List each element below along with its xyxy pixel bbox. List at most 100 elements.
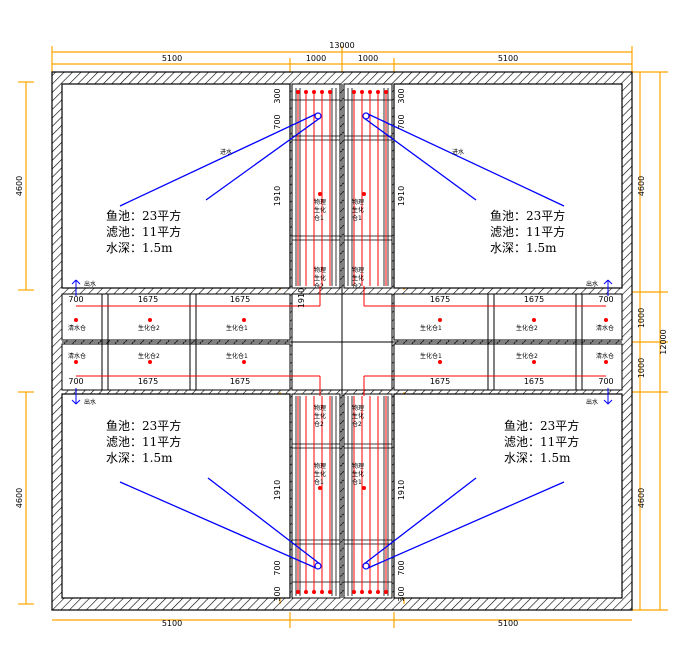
pond-fish-area: 鱼池：23平方 [106, 208, 181, 223]
bio1-tr: 生化仓1 [420, 324, 442, 332]
dim-pond-width-tl: 5100 [162, 54, 182, 63]
dim-cell-700-bl: 700 [68, 377, 83, 386]
dim-300-tr: 300 [397, 88, 406, 103]
outlet-label-tl: 出水 [84, 280, 96, 288]
phys-tl-1: 物理 [314, 198, 326, 206]
dim-cell-1675-bl1: 1675 [138, 377, 158, 386]
pond-filter-area: 滤池：11平方 [504, 434, 579, 449]
pond-fish-area: 鱼池：23平方 [490, 208, 565, 223]
pond-info-tr: 鱼池：23平方 滤池：11平方 水深：1.5m [490, 208, 565, 255]
phys-br2-2: 生化 [352, 470, 364, 478]
phys-cl-2: 生化 [314, 274, 326, 282]
bio2-tl: 生化仓2 [138, 324, 160, 332]
dim-pond-height-bl: 4600 [15, 488, 24, 508]
pond-water-depth: 水深：1.5m [106, 451, 173, 465]
bio1-tl: 生化仓1 [226, 324, 248, 332]
dimension-labels: 13000 5100 1000 1000 5100 5100 5100 4600… [15, 41, 668, 628]
dim-cell-1675-br2: 1675 [524, 377, 544, 386]
phys-tr-1: 物理 [352, 198, 364, 206]
pond-fish-area: 鱼池：23平方 [504, 418, 579, 433]
dim-700-bl: 700 [273, 560, 282, 575]
pond-top-left [61, 83, 291, 289]
dim-row-bottom: 1000 [637, 358, 646, 378]
phys-bl-3: 仓2 [314, 420, 324, 428]
dim-700-br: 700 [397, 560, 406, 575]
phys-tl-2: 生化 [314, 206, 326, 214]
clear-tank-br: 清水仓 [596, 352, 614, 360]
outlet-label-br: 出水 [586, 398, 598, 406]
dim-cell-1675-bl2: 1675 [230, 377, 250, 386]
phys-cl-3: 仓2 [314, 282, 324, 290]
pond-info-bl: 鱼池：23平方 滤池：11平方 水深：1.5m [106, 418, 181, 465]
blue-inlet-nozzles [314, 112, 370, 570]
dim-cell-700-br: 700 [598, 377, 613, 386]
pond-water-depth: 水深：1.5m [490, 241, 557, 255]
clear-tank-tl: 清水仓 [68, 324, 86, 332]
pond-top-right [393, 83, 623, 289]
phys-br-1: 物理 [352, 404, 364, 412]
phys-bl-2: 生化 [314, 412, 326, 420]
bio2-br: 生化仓2 [516, 352, 538, 360]
pond-info-tl: 鱼池：23平方 滤池：11平方 水深：1.5m [106, 208, 181, 255]
red-air-stones [74, 90, 608, 594]
bio1-bl: 生化仓1 [226, 352, 248, 360]
dim-cell-1675-tl2: 1675 [230, 295, 250, 304]
pond-bottom-right [393, 393, 623, 599]
red-air-pipes [76, 90, 606, 594]
dim-300-br: 300 [397, 586, 406, 601]
blue-inlet-pipes [119, 113, 565, 569]
phys-bl-1: 物理 [314, 404, 326, 412]
dim-row-top: 1000 [637, 308, 646, 328]
pond-water-depth: 水深：1.5m [504, 451, 571, 465]
phys-cl-1: 物理 [314, 266, 326, 274]
dim-center-left: 1000 [306, 54, 326, 63]
phys-tr-3: 仓1 [352, 214, 362, 222]
blue-outlet-arrows [71, 279, 613, 405]
dim-pond-height-tl: 4600 [15, 176, 24, 196]
phys-cr-3: 仓2 [352, 282, 362, 290]
clear-tank-bl: 清水仓 [68, 352, 86, 360]
bio2-bl: 生化仓2 [138, 352, 160, 360]
dim-cell-700-tl: 700 [68, 295, 83, 304]
phys-bl2-1: 物理 [314, 462, 326, 470]
dim-pond-height-br: 4600 [637, 488, 646, 508]
dim-700-tr: 700 [397, 114, 406, 129]
pond-bottom-left [61, 393, 291, 599]
bio1-br: 生化仓1 [420, 352, 442, 360]
media-slats [292, 88, 392, 596]
phys-cr-2: 生化 [352, 274, 364, 282]
dim-pond-width-bl: 5100 [162, 619, 182, 628]
dim-total-height: 12000 [659, 329, 668, 354]
dim-1910-br: 1910 [397, 480, 406, 500]
pond-fish-area: 鱼池：23平方 [106, 418, 181, 433]
dim-1910-tr: 1910 [397, 186, 406, 206]
phys-cr-1: 物理 [352, 266, 364, 274]
phys-bl2-2: 生化 [314, 470, 326, 478]
phys-br-3: 仓2 [352, 420, 362, 428]
dim-300-tl: 300 [273, 88, 282, 103]
dim-300-bl: 300 [273, 586, 282, 601]
dim-total-width: 13000 [329, 41, 354, 50]
dim-700-tl: 700 [273, 114, 282, 129]
phys-tr-2: 生化 [352, 206, 364, 214]
phys-br2-1: 物理 [352, 462, 364, 470]
bio2-tr: 生化仓2 [516, 324, 538, 332]
outlet-label-tr: 出水 [586, 280, 598, 288]
dim-1910-bl: 1910 [273, 480, 282, 500]
dim-cell-1675-tr2: 1675 [524, 295, 544, 304]
dim-1910-cl: 1910 [297, 288, 306, 308]
pond-filter-area: 滤池：11平方 [106, 434, 181, 449]
phys-tl-3: 仓1 [314, 214, 324, 222]
phys-br2-3: 仓1 [352, 478, 362, 486]
inlet-label-right: 进水 [452, 148, 464, 156]
phys-br-2: 生化 [352, 412, 364, 420]
dim-pond-width-tr: 5100 [498, 54, 518, 63]
clear-tank-tr: 清水仓 [596, 324, 614, 332]
dim-cell-1675-tr1: 1675 [430, 295, 450, 304]
dim-pond-width-br: 5100 [498, 619, 518, 628]
dim-1910-tl: 1910 [273, 186, 282, 206]
dim-pond-height-tr: 4600 [637, 176, 646, 196]
pond-filter-area: 滤池：11平方 [490, 224, 565, 239]
fish-ponds [61, 83, 623, 599]
inlet-label-left: 进水 [220, 148, 232, 156]
